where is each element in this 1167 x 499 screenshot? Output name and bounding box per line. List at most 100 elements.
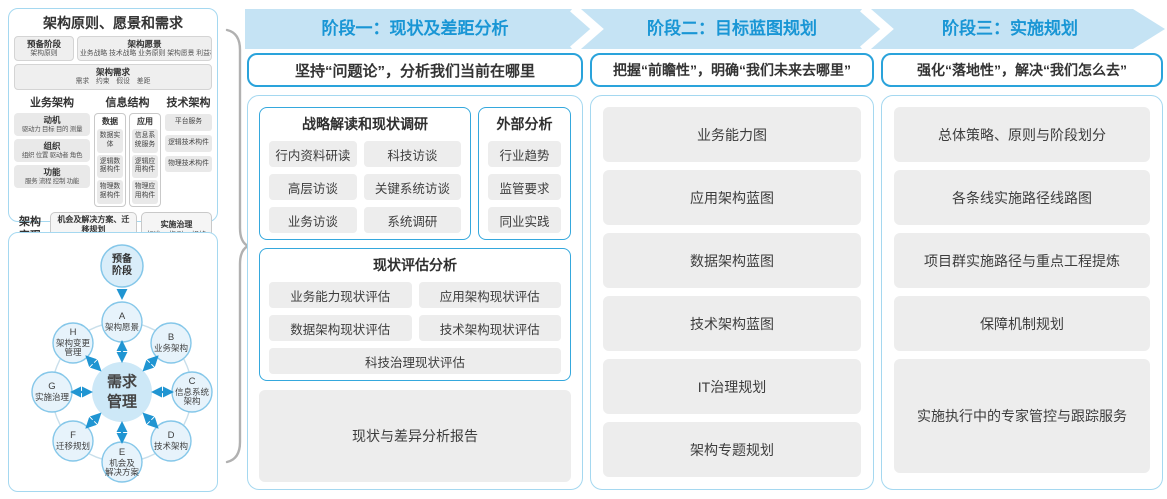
- implementation-governance-title: 实施治理: [160, 219, 193, 229]
- framework-row-1: 预备阶段 架构原则 架构愿景 业务战略 技术战略 业务原则 架构愿景 利益相关者: [14, 36, 212, 62]
- node-a-circle: [101, 301, 143, 343]
- prep-phase-sub: 架构原则: [30, 49, 58, 57]
- phase-3-deliverable: 实施执行中的专家管控与跟踪服务: [894, 359, 1150, 473]
- node-h-circle: [52, 322, 94, 364]
- organization-sub: 组织 位置 驱动者 角色: [21, 151, 83, 159]
- phase-arrow-band: [245, 8, 1165, 50]
- technology-item: 平台服务: [165, 113, 212, 131]
- motivation-sub: 驱动力 目标 目的 测量: [21, 125, 83, 133]
- requirement-management-circle: [92, 362, 152, 422]
- phase-2-title: 阶段二：目标蓝图规划: [647, 19, 817, 38]
- framework-columns: 业务架构 动机 驱动力 目标 目的 测量 组织 组织 位置 驱动者 角色 功能 …: [14, 94, 212, 207]
- architecture-requirement-title: 架构需求: [95, 67, 130, 78]
- external-analysis-title: 外部分析: [496, 116, 553, 132]
- function-sub: 服务 流程 控制 功能: [24, 177, 80, 185]
- opportunity-migration-title: 机会及解决方案、迁移规划: [57, 214, 130, 234]
- information-subcolumns: 数据 数据实体 逻辑数据构件 物理数据构件 应用 信息系统服务 逻辑应用构件 物…: [94, 112, 161, 207]
- assessment-item: 业务能力现状评估: [269, 282, 412, 308]
- application-subpanel-title: 应用: [137, 116, 153, 126]
- prep-phase-title: 预备阶段: [26, 39, 61, 49]
- phase-2-deliverable: 技术架构蓝图: [603, 296, 861, 351]
- technology-architecture-header: 技术架构: [166, 96, 211, 109]
- strategy-item: 科技访谈: [363, 141, 461, 167]
- chevron-separator-icon: [570, 8, 604, 50]
- phase-1-top-row: 战略解读和现状调研 行内资料研读 科技访谈 高层访谈 关键系统访谈 业务访谈 系…: [259, 107, 571, 240]
- architecture-requirement-box: 架构需求 需求 约束 假设 差距: [14, 64, 212, 90]
- prep-phase-box: 预备阶段 架构原则: [14, 36, 74, 62]
- phase-3-deliverable: 保障机制规划: [894, 296, 1150, 351]
- adm-cycle-panel: 预备 阶段 需求 管理 A 架构愿景 B 业务架构 C 信息系统 架构 D 技术…: [8, 232, 218, 492]
- motivation-box: 动机 驱动力 目标 目的 测量: [14, 112, 90, 136]
- strategy-research-grid: 行内资料研读 科技访谈 高层访谈 关键系统访谈 业务访谈 系统调研: [269, 141, 461, 233]
- strategy-item: 关键系统访谈: [363, 174, 461, 200]
- assessment-title: 现状评估分析: [373, 257, 457, 273]
- phase-2-deliverable: IT治理规划: [603, 359, 861, 414]
- assessment-item: 数据架构现状评估: [269, 315, 412, 341]
- node-d-circle: [150, 420, 192, 462]
- framework-panel-title: 架构原则、愿景和需求: [43, 15, 183, 31]
- architecture-vision-title: 架构愿景: [127, 39, 162, 49]
- phase-1-slogan: 坚持“问题论”，分析我们当前在哪里: [247, 53, 583, 87]
- strategy-research-title: 战略解读和现状调研: [302, 116, 428, 132]
- data-item: 物理数据构件: [97, 180, 123, 204]
- assessment-full-item: 科技治理现状评估: [269, 348, 561, 374]
- application-subpanel: 应用 信息系统服务 逻辑应用构件 物理应用构件: [129, 112, 161, 207]
- architecture-vision-box: 架构愿景 业务战略 技术战略 业务原则 架构愿景 利益相关者: [77, 36, 212, 62]
- center-double-arrows: [70, 340, 174, 444]
- information-structure-header: 信息结构: [105, 96, 150, 109]
- function-box: 功能 服务 流程 控制 功能: [14, 165, 90, 189]
- phase-2-deliverable: 业务能力图: [603, 107, 861, 162]
- phase-2-deliverable: 数据架构蓝图: [603, 233, 861, 288]
- phase-2-panel: 业务能力图 应用架构蓝图 数据架构蓝图 技术架构蓝图 IT治理规划 架构专题规划: [590, 95, 874, 490]
- phase-1-panel: 战略解读和现状调研 行内资料研读 科技访谈 高层访谈 关键系统访谈 业务访谈 系…: [247, 95, 583, 490]
- node-f-circle: [52, 420, 94, 462]
- business-architecture-header: 业务架构: [30, 96, 74, 109]
- realization-label-line: 架构: [19, 216, 41, 228]
- external-item: 行业趋势: [488, 141, 561, 167]
- technology-item: 逻辑技术构件: [165, 134, 212, 152]
- data-subpanel: 数据 数据实体 逻辑数据构件 物理数据构件: [94, 112, 126, 207]
- chevron-separator-icon: [860, 8, 894, 50]
- strategy-item: 系统调研: [363, 207, 461, 233]
- node-c-circle: [171, 371, 213, 413]
- assessment-item: 应用架构现状评估: [418, 282, 561, 308]
- external-item: 同业实践: [488, 207, 561, 233]
- node-e-circle: [101, 441, 143, 483]
- phase-3-slogan: 强化“落地性”，解决“我们怎么去”: [881, 53, 1163, 87]
- phase-3-title: 阶段三：实施规划: [942, 19, 1078, 38]
- node-b-circle: [150, 322, 192, 364]
- phase-3-deliverable: 各条线实施路径线路图: [894, 170, 1150, 225]
- assessment-group: 现状评估分析 业务能力现状评估 应用架构现状评估 数据架构现状评估 技术架构现状…: [259, 248, 571, 381]
- assessment-grid: 业务能力现状评估 应用架构现状评估 数据架构现状评估 技术架构现状评估: [269, 282, 561, 341]
- application-item: 信息系统服务: [132, 128, 158, 153]
- architecture-vision-sub: 业务战略 技术战略 业务原则 架构愿景 利益相关者: [80, 49, 211, 57]
- technology-architecture-column: 技术架构 平台服务 逻辑技术构件 物理技术构件: [165, 94, 212, 207]
- phase-3-panel: 总体策略、原则与阶段划分 各条线实施路径线路图 项目群实施路径与重点工程提炼 保…: [881, 95, 1163, 490]
- information-structure-column: 信息结构 数据 数据实体 逻辑数据构件 物理数据构件 应用 信息系统服务 逻辑应…: [94, 94, 161, 207]
- phase-2-deliverable: 应用架构蓝图: [603, 170, 861, 225]
- architecture-requirement-sub: 需求 约束 假设 差距: [75, 78, 151, 86]
- function-title: 功能: [43, 167, 61, 178]
- strategy-item: 行内资料研读: [269, 141, 357, 167]
- technology-item: 物理技术构件: [165, 155, 212, 173]
- external-item: 监管要求: [488, 174, 561, 200]
- application-item: 逻辑应用构件: [132, 154, 158, 179]
- data-item: 逻辑数据构件: [97, 154, 123, 179]
- gap-analysis-report-box: 现状与差异分析报告: [259, 390, 571, 482]
- node-g-circle: [31, 371, 73, 413]
- phase-3-deliverable: 总体策略、原则与阶段划分: [894, 107, 1150, 162]
- organization-box: 组织 组织 位置 驱动者 角色: [14, 138, 90, 163]
- strategy-research-group: 战略解读和现状调研 行内资料研读 科技访谈 高层访谈 关键系统访谈 业务访谈 系…: [259, 107, 471, 240]
- assessment-item: 技术架构现状评估: [418, 315, 561, 341]
- adm-cycle-graphic: [31, 244, 213, 483]
- phase-2-slogan: 把握“前瞻性”，明确“我们未来去哪里”: [590, 53, 874, 87]
- application-item: 物理应用构件: [132, 180, 158, 204]
- architecture-framework-panel: 架构原则、愿景和需求 预备阶段 架构原则 架构愿景 业务战略 技术战略 业务原则…: [8, 8, 218, 248]
- phase-3-deliverable: 项目群实施路径与重点工程提炼: [894, 233, 1150, 288]
- strategy-item: 业务访谈: [269, 207, 357, 233]
- motivation-title: 动机: [43, 114, 61, 125]
- data-item: 数据实体: [97, 128, 123, 153]
- business-architecture-column: 业务架构 动机 驱动力 目标 目的 测量 组织 组织 位置 驱动者 角色 功能 …: [14, 94, 90, 207]
- organization-title: 组织: [43, 140, 61, 151]
